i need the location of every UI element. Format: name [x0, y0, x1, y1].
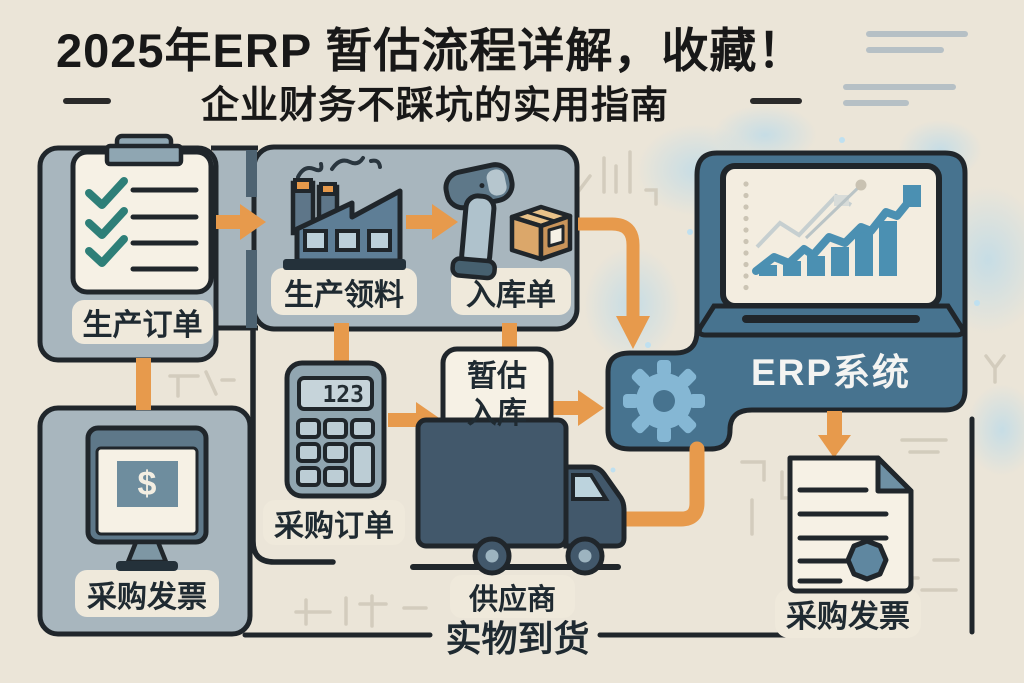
- chart-dotted-axis: [743, 181, 749, 291]
- invoice-monitor-icon: $: [85, 425, 209, 571]
- erp-laptop-icon: [696, 163, 966, 338]
- factory-windows: [303, 229, 392, 252]
- label-purchase-invoice-right: 采购发票: [786, 599, 910, 634]
- link-order-to-invoice: [136, 358, 151, 410]
- pill-warehouse-receipt: [451, 268, 571, 315]
- calculator-icon: 123: [284, 360, 387, 499]
- label-purchase-order: 采购订单: [274, 509, 394, 543]
- label-purchase-invoice-left: 采购发票: [87, 580, 207, 614]
- chart-bars: [759, 221, 897, 276]
- document-text-lines: [797, 487, 889, 584]
- smoke-icon: [296, 156, 382, 179]
- link-picking-to-calculator: [334, 323, 349, 365]
- link-erp-to-supplier: [614, 441, 705, 527]
- chart-arrow-tip: [903, 185, 921, 207]
- pill-production-picking: [271, 268, 417, 315]
- calculator-display: 123: [322, 382, 364, 408]
- header-decor-lines: [63, 31, 968, 106]
- label-supplier: 供应商: [468, 583, 556, 616]
- arrow-provisional-to-erp: [550, 390, 604, 426]
- arrow-factory-to-receipt: [406, 204, 458, 240]
- factory-icon: [283, 156, 406, 270]
- provisional-line-1: 暂估: [467, 359, 527, 393]
- label-goods-arrival: 实物到货: [445, 618, 590, 659]
- checklist-lines: [130, 187, 199, 272]
- invoice-document-icon: [787, 455, 914, 594]
- label-warehouse-receipt: 入库单: [466, 278, 556, 312]
- chart-trend-line: [752, 196, 914, 275]
- calculator-buttons: [296, 418, 375, 487]
- page-subtitle: 企业财务不踩坑的实用指南: [200, 85, 669, 127]
- gear-icon: [623, 360, 705, 442]
- label-production-picking: 生产领料: [284, 278, 404, 312]
- pill-supplier: [450, 575, 575, 618]
- dollar-sign-icon: $: [138, 465, 157, 503]
- label-erp-system: ERP系统: [750, 352, 912, 393]
- left-elbow-line: [250, 328, 336, 565]
- subtitle-dash-right: [750, 98, 802, 104]
- pill-purchase-invoice-left: [75, 570, 219, 617]
- label-pills: [72, 268, 921, 638]
- arrow-receipt-to-erp: [578, 217, 650, 349]
- subtitle-dash-left: [63, 98, 111, 104]
- flow-arrows: [136, 204, 851, 527]
- arrow-erp-to-invoice: [818, 411, 851, 458]
- truck-icon: [415, 417, 627, 576]
- provisional-line-2: 入库: [467, 397, 527, 430]
- stamp-icon: [845, 538, 889, 582]
- checkmark-icons: [85, 177, 128, 267]
- clipboard-icon: [70, 133, 214, 295]
- arrow-order-to-picking: [216, 204, 266, 240]
- pill-production-order: [72, 300, 213, 344]
- page-title: 2025年ERP 暂估流程详解，收藏！: [56, 24, 806, 77]
- label-production-order: 生产订单: [82, 309, 203, 342]
- pill-purchase-invoice-right: [775, 589, 921, 638]
- package-box-icon: [509, 204, 573, 262]
- bridge-border-bars: [246, 150, 257, 328]
- pill-purchase-order: [263, 500, 405, 545]
- chart-diagonal-line: [804, 184, 862, 240]
- label-provisional-receipt: 暂估 入库: [443, 352, 551, 438]
- link-receipt-to-provisional: [502, 323, 517, 351]
- barcode-scanner-icon: [443, 162, 515, 281]
